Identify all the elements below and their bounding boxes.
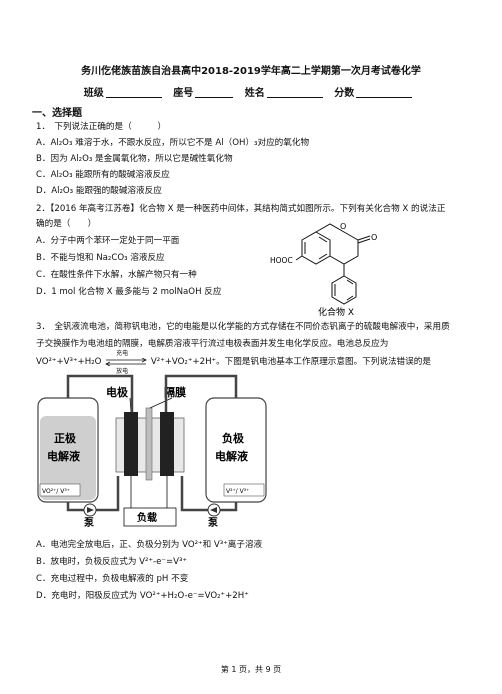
membrane-label: 隔膜 — [164, 385, 186, 399]
left-top-pipe — [66, 374, 134, 412]
negative-tank-label-2: 电解液 — [215, 449, 249, 463]
struct-ring-oxygen-label: O — [340, 222, 346, 231]
electrode-label: 电极 — [106, 385, 129, 399]
seat-label: 座号 — [173, 88, 194, 99]
left-ion-box — [39, 483, 81, 497]
left-pump-label: 泵 — [84, 517, 95, 528]
load-box — [123, 507, 177, 527]
q2-option-b: B．不能与饱和 Na₂CO₃ 溶液反应 — [36, 253, 165, 263]
right-pump-arrow-icon — [210, 507, 217, 513]
q3-equation-right: V²⁺+VO₂⁺+2H⁺。下图是钒电池基本工作原理示意图。下列说法错误的是 — [150, 357, 431, 367]
membrane-pointer — [149, 397, 173, 409]
left-pump-arrow-icon — [87, 507, 94, 513]
q1-stem: 1． 下列说法正确的是（ ） — [36, 122, 167, 132]
q2-stem-line1: 2．【2016 年高考江苏卷】化合物 X 是一种医药中间体，其结构简式如图所示。… — [36, 204, 446, 214]
positive-tank-label-2: 电解液 — [47, 449, 81, 463]
q1-option-c: C．Al₂O₃ 能跟所有的酸碱溶液反应 — [36, 170, 170, 180]
right-top-pipe — [164, 374, 238, 412]
q2-option-c: C．在酸性条件下水解，水解产物只有一种 — [36, 270, 197, 280]
electrode-right — [160, 412, 174, 476]
q1-option-d: D．Al₂O₃ 能跟强的酸碱溶液反应 — [36, 186, 162, 196]
q3-option-c: C．充电过程中，负极电解液的 pH 不变 — [36, 574, 189, 584]
q2-option-d: D．1 mol 化合物 X 最多能与 2 molNaOH 反应 — [36, 287, 222, 297]
q3-equation-arrows: 充电 放电 — [104, 350, 148, 375]
q3-equation-arrow-icon — [105, 358, 148, 366]
vanadium-battery-diagram: 正极 电解液 VO²⁺/ V³⁺ 负极 电解液 V²⁺/ V³⁺ 电极 隔膜 泵 — [37, 374, 267, 528]
left-return-pipe — [96, 476, 120, 512]
load-label: 负载 — [137, 511, 157, 524]
section-title: 一、选择题 — [32, 108, 82, 119]
right-pump-label: 泵 — [208, 517, 219, 528]
class-label: 班级 — [83, 88, 104, 99]
q3-equation: VO²⁺+V³⁺+H₂O 充电 放电 V²⁺+VO₂⁺+2H⁺。下图是钒电池基本… — [36, 350, 431, 375]
membrane — [145, 407, 153, 481]
positive-electrolyte-fill — [40, 416, 96, 500]
q3-equation-left: VO²⁺+V³⁺+H₂O — [36, 357, 102, 367]
class-blank — [105, 87, 162, 98]
negative-tank-label-1: 负极 — [222, 431, 245, 445]
q1-option-b: B．因为 Al₂O₃ 是金属氧化物，所以它是碱性氧化物 — [36, 154, 233, 164]
right-ion-box — [223, 483, 265, 497]
right-ion-label: V²⁺/ V³⁺ — [226, 488, 249, 495]
q2-stem-line2: 确的是（ ） — [36, 219, 97, 229]
struct-carbonyl-oxygen-label: O — [371, 233, 377, 242]
q3-equation-discharge-label: 放电 — [116, 368, 129, 375]
left-bottom-pipe — [66, 502, 84, 512]
q1-option-a: A．Al₂O₃ 难溶于水，不跟水反应，所以它不是 Al（OH）₃对应的氧化物 — [36, 138, 310, 148]
right-return-pipe — [180, 476, 208, 512]
q3-option-d: D．充电时，阳极反应式为 VO²⁺+H₂O-e⁻=VO₂⁺+2H⁺ — [36, 591, 249, 601]
right-bottom-pipe — [220, 502, 238, 512]
q3-option-b: B．放电时，负极反应式为 V²⁺-e⁻=V³⁺ — [36, 557, 188, 567]
q2-option-a: A．分子中两个苯环一定处于同一平面 — [36, 236, 180, 246]
page-footer: 第 1 页，共 9 页 — [220, 665, 282, 674]
positive-tank-label-1: 正极 — [54, 431, 77, 445]
name-label: 姓名 — [244, 88, 265, 99]
electrode-left — [124, 412, 138, 476]
score-blank — [356, 87, 413, 98]
q3-option-a: A．电池完全放电后，正、负极分别为 VO²⁺和 V³⁺离子溶液 — [36, 540, 263, 550]
q3-stem-line1: 3． 全钒液流电池，简称钒电池，它的电能是以化学能的方式存储在不同价态钒离子的硫… — [36, 322, 450, 332]
seat-blank — [195, 87, 234, 98]
student-info-row: 班级 座号 姓名 分数 — [0, 84, 502, 99]
left-ion-label: VO²⁺/ V³⁺ — [42, 488, 70, 495]
struct-group-label: HOOC — [270, 256, 293, 265]
score-label: 分数 — [334, 88, 355, 99]
name-blank — [266, 87, 323, 98]
page-title: 务川仡佬族苗族自治县高中2018-2019学年高二上学期第一次月考试卷化学 — [81, 66, 421, 77]
compound-x-structure: O O HOOC 化合物 X — [270, 222, 377, 318]
q3-equation-charge-label: 充电 — [116, 350, 129, 357]
struct-caption: 化合物 X — [318, 306, 354, 318]
q3-stem-line2: 子交换膜作为电池组的隔膜，电解质溶液平行流过电极表面并发生电化学反应。电池总反应… — [36, 339, 389, 349]
